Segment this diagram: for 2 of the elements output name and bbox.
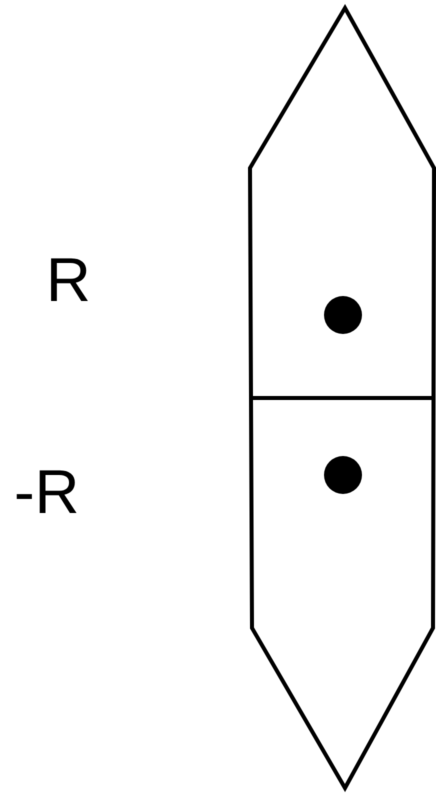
region-label: R [46,250,91,312]
region-label: -R [14,462,80,524]
